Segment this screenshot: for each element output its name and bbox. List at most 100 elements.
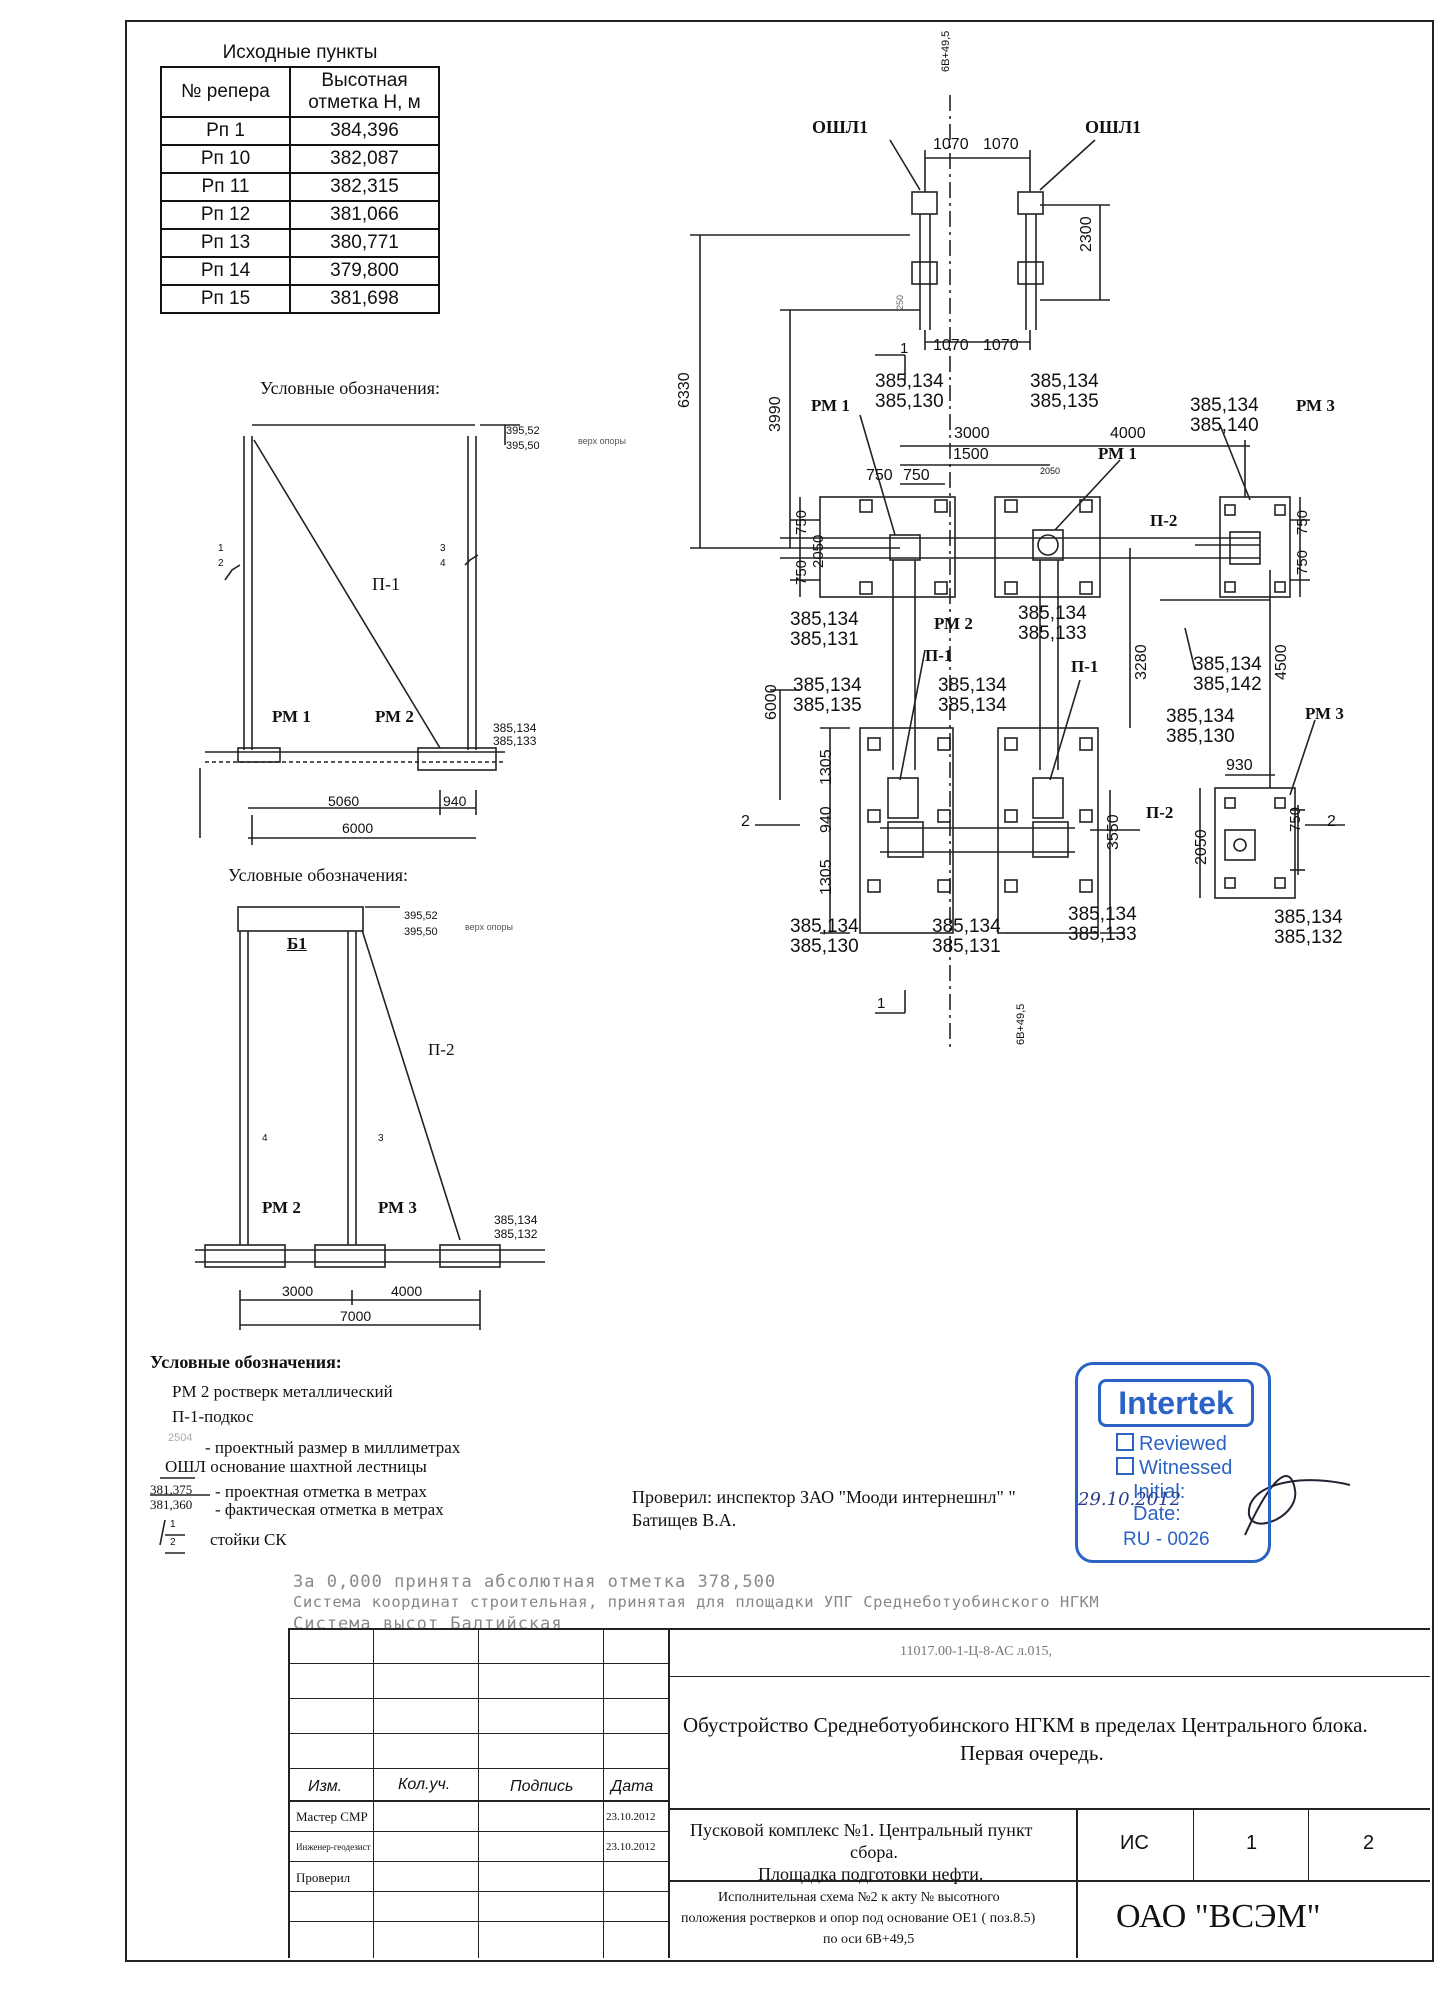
legend-caption: Условные обозначения: (150, 1352, 342, 1372)
plan-oshl-left: ОШЛ1 (812, 117, 869, 137)
section1-caption: Условные обозначения: (260, 378, 441, 398)
plan-dim-750c: 750 (793, 509, 810, 535)
section1-top-label: верх опоры (578, 436, 626, 446)
benchmarks-table: Исходные пункты № репера Высотная отметк… (160, 40, 440, 314)
plan-brace-p2a: П-2 (1150, 511, 1178, 530)
complex-line2: сбора. (850, 1842, 898, 1862)
plan-section2-left: 2 (741, 813, 750, 830)
note-zero-level: За 0,000 принята абсолютная отметка 378,… (293, 1572, 777, 1592)
section1-dim-6000: 6000 (342, 820, 374, 836)
plan-axis-top: 6В+49,5 (940, 30, 952, 72)
plan-brace-p1a: П-1 (925, 646, 953, 665)
stamp-date-value: 29.10.2012 (1078, 1489, 1182, 1510)
stamp-brand: Intertek (1098, 1379, 1254, 1427)
legend-item-oshl: ОШЛ основание шахтной лестницы (165, 1457, 427, 1476)
stamp-reviewed: Reviewed (1116, 1433, 1227, 1456)
plan-dim-750d: 750 (793, 559, 810, 585)
section2-brace-label: П-2 (428, 1040, 455, 1059)
plan-section-mark-bottom: 1 (877, 995, 886, 1012)
checked-by-line1: Проверил: инспектор ЗАО "Мооди интернешн… (632, 1487, 1016, 1507)
section1-post-left-top: 1 (218, 543, 224, 554)
plan-dim-3550: 3550 (1105, 814, 1122, 850)
section1-mark-design: 385,134 (493, 721, 537, 735)
section2-top-label: верх опоры (465, 922, 513, 932)
stamp-date-label: Date: (1133, 1503, 1181, 1525)
benchmark-id: Рп 15 (160, 284, 291, 314)
benchmark-id: Рп 13 (160, 228, 291, 258)
section2-post-3: 3 (378, 1133, 384, 1144)
plan-dim-750e: 750 (1294, 509, 1311, 535)
sheets-total: 2 (1363, 1832, 1375, 1854)
benchmark-id: Рп 12 (160, 200, 291, 230)
section2-rm2-label: РМ 2 (262, 1198, 301, 1217)
plan-dim-250: 250 (895, 294, 905, 310)
plan-dim-4000: 4000 (1110, 425, 1146, 442)
legend-item-dim: - проектный размер в миллиметрах (205, 1438, 461, 1457)
checkbox-icon (1116, 1433, 1134, 1451)
stamp-code: RU - 0026 (1123, 1529, 1210, 1550)
benchmark-height: 381,698 (289, 284, 440, 314)
plan-dim-750f: 750 (1294, 549, 1311, 575)
stamp-witnessed: Witnessed (1116, 1457, 1232, 1480)
inspection-stamp: Intertek Reviewed Witnessed Initial: Dat… (1075, 1362, 1271, 1563)
section2-elevation (195, 906, 545, 1330)
plan-dim-1070d: 1070 (983, 337, 1019, 354)
sheet-border (125, 20, 1434, 1962)
plan-brace-p2b: П-2 (1146, 803, 1174, 822)
plan-dim-4500: 4500 (1273, 644, 1290, 680)
stage-value: ИС (1120, 1832, 1149, 1854)
hdr-izm: Изм. (308, 1778, 343, 1795)
plan-dim-940: 940 (818, 806, 835, 833)
section1-post-right-bottom: 4 (440, 558, 446, 569)
plan-axis-bottom: 6В+49,5 (1015, 1003, 1027, 1045)
row2-role: Инженер-геодезист (296, 1842, 371, 1852)
checked-by-line2: Батищев В.А. (632, 1510, 737, 1530)
legend-sample-dim: 2504 (168, 1432, 193, 1444)
section2-dim-4000: 4000 (391, 1283, 423, 1299)
section2-rm3-label: РМ 3 (378, 1198, 417, 1217)
plan-dim-6000: 6000 (763, 684, 780, 720)
plan-rm2: РМ 2 (934, 614, 973, 633)
section1-top-mark: 395,52 (506, 425, 540, 437)
plan-rm3-bottom: РМ 3 (1305, 704, 1344, 723)
section2-post-4: 4 (262, 1133, 268, 1144)
section2-mark-design: 385,134 (494, 1213, 538, 1227)
title-block: 11017.00-1-Ц-8-АС л.015, Обустройство Ср… (288, 1628, 1430, 1958)
legend-item-posts: стойки СК (210, 1530, 287, 1549)
hdr-podp: Подпись (510, 1778, 574, 1795)
section2-dim-7000: 7000 (340, 1308, 372, 1324)
plan-view (690, 95, 1345, 1050)
row1-date: 23.10.2012 (606, 1811, 656, 1823)
plan-dim-2050c: 2050 (1193, 829, 1210, 865)
section2-top-mark-actual: 395,50 (404, 926, 438, 938)
legend-item-rm: РМ 2 ростверк металлический (172, 1382, 393, 1401)
plan-dim-1070b: 1070 (983, 136, 1019, 153)
plan-dim-750b: 750 (903, 467, 930, 484)
benchmarks-col2-line1: Высотная (321, 70, 408, 91)
plan-dim-1070a: 1070 (933, 136, 969, 153)
plan-brace-p1b: П-1 (1071, 657, 1099, 676)
benchmark-id: Рп 11 (160, 172, 291, 202)
hdr-date: Дата (611, 1778, 654, 1795)
benchmark-id: Рп 10 (160, 144, 291, 174)
plan-dim-2050-top: 2050 (1040, 466, 1061, 476)
drawing-line2: положения ростверков и опор под основани… (681, 1911, 1036, 1926)
section2-caption: Условные обозначения: (228, 865, 409, 885)
project-line2: Первая очередь. (960, 1741, 1104, 1765)
legend-sample-mark-design: 381,375 (150, 1482, 193, 1497)
section1-elevation (199, 424, 520, 845)
plan-dim-2300: 2300 (1078, 216, 1095, 252)
legend-item-design-mark: - проектная отметка в метрах (215, 1482, 427, 1501)
section2-mark-actual: 385,132 (494, 1227, 538, 1241)
checkbox-icon (1116, 1457, 1134, 1475)
